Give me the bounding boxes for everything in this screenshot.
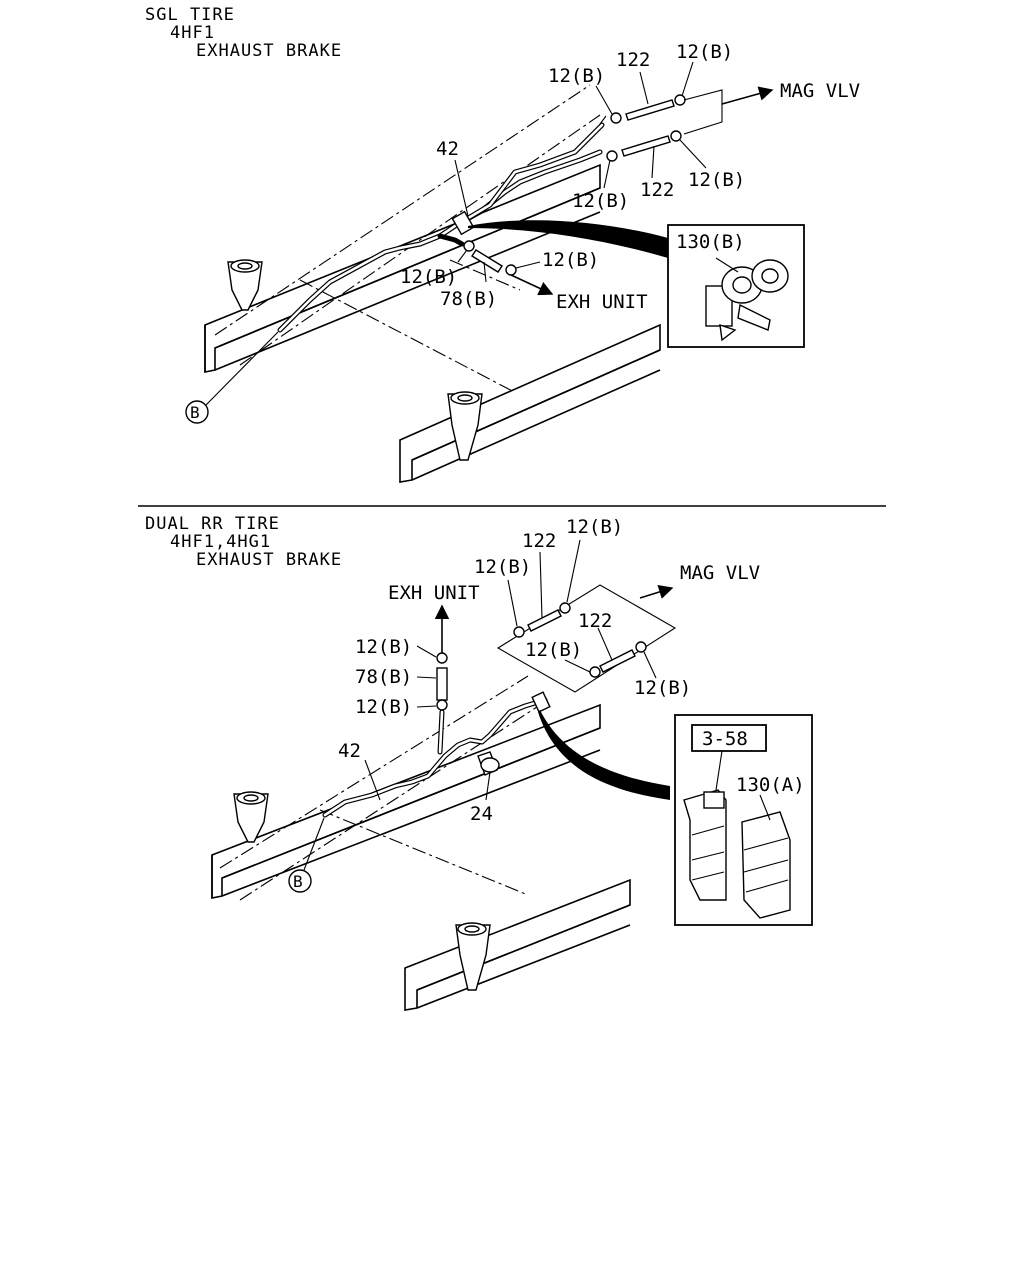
label-122: 122 [640, 179, 674, 201]
label-130b: 130(B) [676, 231, 745, 253]
label-12b: 12(B) [548, 65, 605, 87]
lower-header-line-2: 4HF1,4HG1 [170, 532, 271, 552]
clip-130b-on-pipe [451, 210, 475, 236]
label-mag-vlv: MAG VLV [680, 562, 760, 584]
bracket-icon [455, 922, 491, 991]
arrow-icon [639, 584, 674, 599]
label-ref-b: B [293, 872, 303, 891]
clip-icon [436, 602, 647, 711]
hose-icon [471, 99, 675, 273]
clip-130a-detail-icon [683, 750, 791, 919]
label-12b: 12(B) [525, 639, 582, 661]
label-12b: 12(B) [566, 516, 623, 538]
label-ref-b: B [190, 403, 200, 422]
label-12b: 12(B) [542, 249, 599, 271]
label-42: 42 [436, 138, 459, 160]
detail-leader [468, 220, 668, 258]
upper-header-line-2: 4HF1 [170, 23, 215, 43]
label-12b: 12(B) [676, 41, 733, 63]
ref-b-circle [288, 869, 312, 893]
pipe-42-upper [277, 122, 605, 333]
label-mag-vlv: MAG VLV [780, 80, 860, 102]
arrow-icon [510, 274, 554, 296]
frame-rail-right-lower [404, 878, 631, 1011]
label-130a: 130(A) [736, 774, 805, 796]
label-12b: 12(B) [474, 556, 531, 578]
label-122: 122 [616, 49, 650, 71]
label-12b: 12(B) [355, 636, 412, 658]
label-exh-unit: EXH UNIT [388, 582, 480, 604]
label-exh-unit: EXH UNIT [556, 291, 648, 313]
label-78b: 78(B) [440, 288, 497, 310]
label-12b: 12(B) [572, 190, 629, 212]
hose-icon [436, 609, 636, 701]
label-12b: 12(B) [400, 266, 457, 288]
bracket-icon [227, 259, 263, 311]
upper-header-line-3: EXHAUST BRAKE [196, 41, 342, 61]
lower-header-line-1: DUAL RR TIRE [145, 514, 280, 534]
label-24: 24 [470, 803, 493, 825]
detail-box-130b [667, 224, 805, 348]
label-42: 42 [338, 740, 361, 762]
lower-header-line-3: EXHAUST BRAKE [196, 550, 342, 570]
label-12b: 12(B) [634, 677, 691, 699]
pipe-42-lower [322, 697, 548, 818]
label-78b: 78(B) [355, 666, 412, 688]
bracket-icon [233, 791, 269, 843]
detail-box-130a [674, 714, 813, 926]
label-122: 122 [522, 530, 556, 552]
label-12b: 12(B) [688, 169, 745, 191]
frame-rail-right-upper [399, 323, 661, 483]
detail-leader [538, 710, 670, 800]
label-122: 122 [578, 610, 612, 632]
lower-diagram: DUAL RR TIRE 4HF1,4HG1 EXHAUST BRAKE [145, 514, 813, 1011]
clip-130b-detail-icon [705, 257, 789, 342]
frame-rail-left-upper [204, 84, 601, 396]
upper-diagram: SGL TIRE 4HF1 EXHAUST BRAKE [145, 5, 860, 483]
arrow-icon [721, 86, 774, 105]
clip-130a-on-pipe [531, 691, 551, 713]
upper-header-line-1: SGL TIRE [145, 5, 235, 25]
bracket-icon [447, 391, 483, 461]
ref-box-3-58 [691, 724, 767, 752]
ref-b-circle [185, 400, 209, 424]
label-3-58: 3-58 [702, 728, 748, 750]
frame-rail-left-lower [211, 675, 601, 901]
label-12b: 12(B) [355, 696, 412, 718]
